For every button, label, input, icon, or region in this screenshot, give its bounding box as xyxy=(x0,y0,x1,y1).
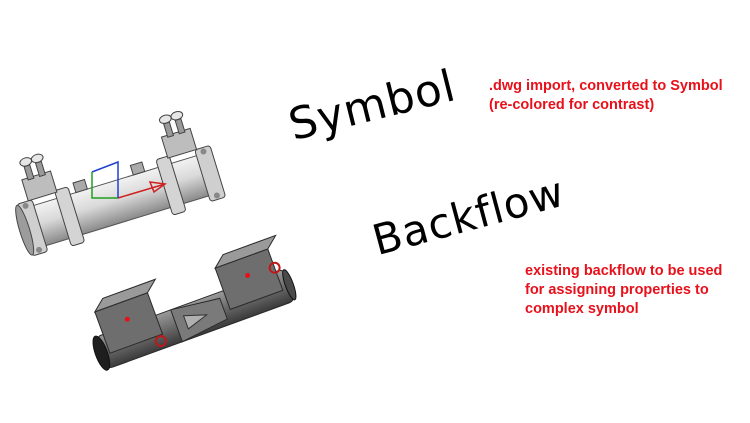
transform-gizmo[interactable] xyxy=(91,160,167,199)
annotation-line: for assigning properties to xyxy=(525,282,709,298)
existing-backflow-model[interactable] xyxy=(78,234,299,372)
annotation-line: existing backflow to be used xyxy=(525,263,723,279)
annotation-line: .dwg import, converted to Symbol xyxy=(489,78,723,94)
annotation-existing-backflow: existing backflow to be used for assigni… xyxy=(525,262,722,319)
annotation-line: complex symbol xyxy=(525,301,639,317)
annotation-line: (re-colored for contrast) xyxy=(489,97,655,113)
annotation-imported-symbol: .dwg import, converted to Symbol (re-col… xyxy=(489,77,723,115)
imported-symbol-model[interactable] xyxy=(0,105,226,259)
